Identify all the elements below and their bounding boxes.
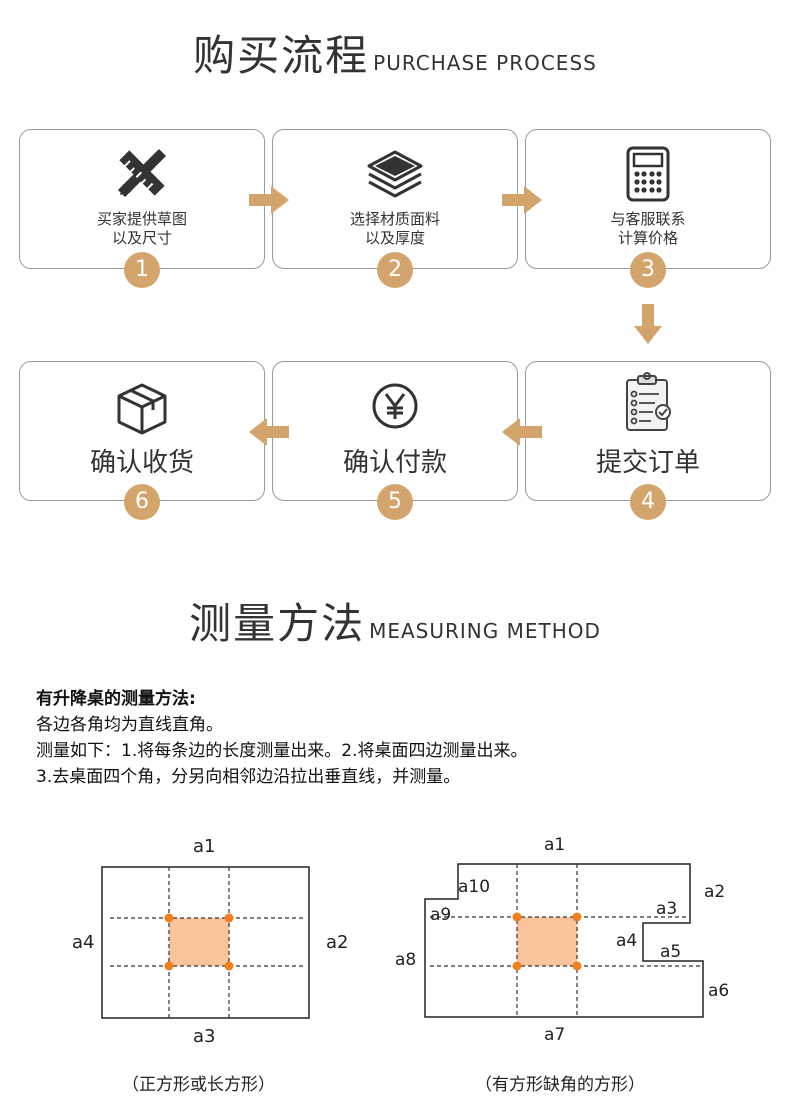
label-a6: a6 <box>708 981 729 1001</box>
arrow-left-icon <box>502 418 542 446</box>
step-card-2: 选择材质面料以及厚度 <box>272 129 518 269</box>
label-a10: a10 <box>458 877 490 897</box>
step-card-3: 与客服联系计算价格 <box>525 129 771 269</box>
box-icon <box>20 382 264 440</box>
label-a3: a3 <box>656 899 677 919</box>
method-text: 有升降桌的测量方法: 各边各角均为直线直角。 测量如下：1.将每条边的长度测量出… <box>36 686 527 790</box>
title-en: PURCHASE PROCESS <box>373 51 597 75</box>
method-line-2: 测量如下：1.将每条边的长度测量出来。2.将桌面四边测量出来。 <box>36 741 528 761</box>
step-label: 确认付款 <box>342 448 447 478</box>
method-heading: 有升降桌的测量方法: <box>36 689 196 709</box>
step-number-5: 5 <box>377 484 413 520</box>
arrow-right-icon <box>249 186 289 214</box>
step-label: 提交订单 <box>595 448 700 478</box>
diagram-rectangle: a1 a2 a3 a4 <box>72 836 348 1047</box>
title-cn: 测量方法 <box>189 599 366 648</box>
arrow-down-icon <box>634 304 662 344</box>
step-number-4: 4 <box>630 484 666 520</box>
clipboard-icon <box>526 372 770 438</box>
step-card-6: 确认收货 <box>19 361 265 501</box>
label-a5: a5 <box>660 942 681 962</box>
step-number-6: 6 <box>124 484 160 520</box>
label-a4: a4 <box>72 932 94 953</box>
label-a3: a3 <box>193 1026 215 1047</box>
step-label: 确认收货 <box>89 448 194 478</box>
caption-left: （正方形或长方形） <box>122 1075 275 1095</box>
method-line-1: 各边各角均为直线直角。 <box>36 715 223 735</box>
label-a9: a9 <box>430 905 451 925</box>
label-a4: a4 <box>616 931 637 951</box>
label-a1: a1 <box>193 836 215 857</box>
label-a2: a2 <box>704 882 725 902</box>
calculator-icon <box>526 146 770 206</box>
step-card-5: 确认付款 <box>272 361 518 501</box>
step-card-1: 买家提供草图以及尺寸 <box>19 129 265 269</box>
label-a7: a7 <box>544 1025 565 1045</box>
method-line-3: 3.去桌面四个角，分另向相邻边沿拉出垂直线，并测量。 <box>36 767 461 787</box>
yen-icon <box>273 382 517 434</box>
arrow-right-icon <box>502 186 542 214</box>
title-en: MEASURING METHOD <box>369 619 601 643</box>
step-number-1: 1 <box>124 252 160 288</box>
diagram-notched-rectangle: a1 a2 a3 a4 a5 a6 a7 a8 a9 a10 <box>395 835 729 1045</box>
title-cn: 购买流程 <box>193 31 370 80</box>
label-a2: a2 <box>326 932 348 953</box>
step-number-3: 3 <box>630 252 666 288</box>
layers-icon <box>273 146 517 204</box>
step-label: 选择材质面料以及厚度 <box>349 210 440 247</box>
label-a1: a1 <box>544 835 565 855</box>
ruler-pencil-icon <box>20 146 264 204</box>
step-label: 与客服联系计算价格 <box>610 210 686 247</box>
step-number-2: 2 <box>377 252 413 288</box>
step-card-4: 提交订单 <box>525 361 771 501</box>
caption-right: （有方形缺角的方形） <box>475 1075 645 1095</box>
label-a8: a8 <box>395 950 416 970</box>
step-label: 买家提供草图以及尺寸 <box>96 210 187 247</box>
arrow-left-icon <box>249 418 289 446</box>
